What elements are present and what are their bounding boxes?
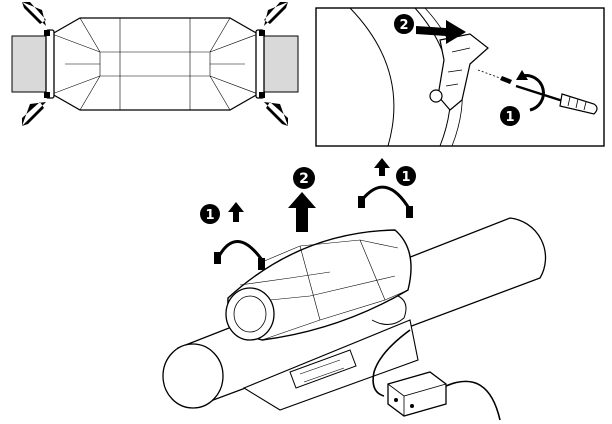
lift-arrow-icon: [374, 158, 390, 176]
duct-fan-side-view: [11, 2, 299, 126]
lift-arrow-icon: [288, 192, 316, 232]
right-clamp-clip: [360, 185, 412, 211]
press-arrow-icon: [22, 102, 46, 126]
press-arrow-icon: [22, 2, 46, 26]
fan-outlet-collar: [371, 295, 407, 325]
housing-edge-curve: [349, 7, 395, 147]
controller-box-edges: [387, 383, 447, 416]
slide-arrow-icon: [416, 20, 466, 44]
left-clamp-band: [45, 29, 55, 99]
main-clip-right-step-label: 1: [401, 170, 410, 185]
terminal-block-detail: [299, 359, 345, 383]
rotation-arrow-icon: [521, 74, 545, 112]
left-clamp-latch-bottom: [44, 92, 50, 98]
controller-indicator: [410, 404, 414, 408]
controller-indicator: [394, 398, 398, 402]
right-clamp-latch-top: [259, 30, 265, 36]
right-clamp-band: [255, 29, 265, 99]
main-clip-left-step-label: 1: [205, 208, 214, 223]
fan-body-facets: [239, 239, 409, 341]
rotation-arrow-head: [516, 70, 528, 80]
left-clamp-clip: [216, 240, 264, 261]
detail-inset: 2 1: [315, 7, 605, 147]
left-clip-end: [258, 258, 265, 270]
duct-pipe-end: [162, 343, 224, 409]
press-arrow-icon: [264, 2, 288, 26]
number-badge-icon: [394, 14, 414, 34]
right-duct-section: [261, 35, 299, 93]
number-badge-icon: [500, 106, 520, 126]
main-installation-view: 1 1 2: [162, 158, 547, 421]
screw-icon: [500, 76, 512, 84]
power-cable: [372, 329, 411, 397]
fan-inlet-opening: [233, 295, 267, 333]
left-duct-section: [11, 35, 49, 93]
clip-hinge: [429, 89, 443, 103]
left-clamp-latch-top: [44, 30, 50, 36]
main-lift-step-label: 2: [299, 171, 309, 187]
clip-ridges: [445, 47, 471, 87]
inset-step-2-label: 2: [399, 18, 408, 33]
lift-arrow-icon: [228, 202, 244, 222]
left-clip-end: [214, 252, 221, 264]
terminal-block: [289, 349, 357, 389]
power-cable: [445, 380, 501, 421]
inset-step-1-label: 1: [505, 110, 514, 125]
fan-housing-facets: [51, 17, 259, 111]
screwdriver-icon: [515, 84, 598, 115]
right-clip-end: [358, 196, 365, 208]
mounting-clip: [437, 33, 489, 111]
number-badge-icon: [396, 166, 416, 186]
press-arrow-icon: [264, 102, 288, 126]
number-badge-icon: [200, 204, 220, 224]
number-badge-icon: [293, 167, 315, 189]
right-clip-end: [406, 206, 413, 218]
controller-box: [387, 371, 447, 417]
right-clamp-latch-bottom: [259, 92, 265, 98]
